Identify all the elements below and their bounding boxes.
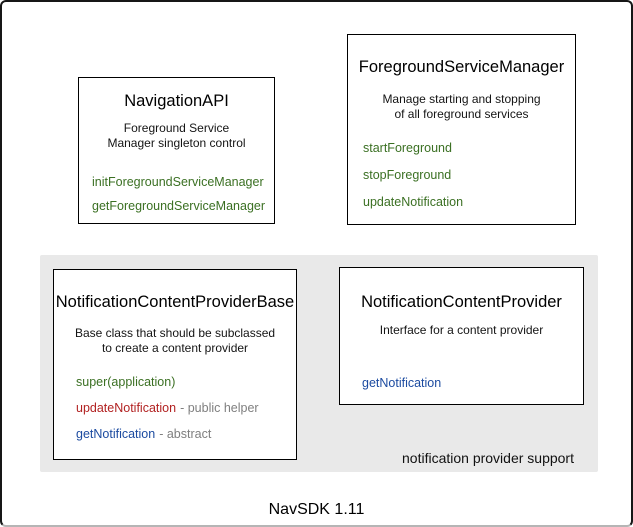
class-description-line: of all foreground services [394, 107, 529, 121]
method-list: initForegroundServiceManager getForegrou… [79, 175, 274, 214]
class-description: Base class that should be subclassed to … [54, 326, 296, 356]
class-title: NotificationContentProvider [361, 293, 562, 311]
group-label: notification provider support [402, 450, 574, 466]
class-description-line: Interface for a content provider [379, 323, 544, 337]
method-list: getNotification [340, 376, 583, 391]
class-title: ForegroundServiceManager [358, 58, 565, 76]
method-label: startForeground [363, 141, 452, 155]
class-description: Manage starting and stopping of all fore… [348, 92, 575, 122]
method-row: updateNotification- public helper [76, 401, 296, 416]
method-list: super(application) updateNotification- p… [54, 375, 296, 442]
method-label: stopForeground [363, 168, 452, 182]
method-label: super(application) [76, 375, 176, 389]
class-description: Interface for a content provider [340, 323, 583, 338]
class-box-notification-content-provider: NotificationContentProvider Interface fo… [339, 267, 584, 405]
class-description-line: to create a content provider [101, 341, 249, 355]
method-row: startForeground [363, 141, 575, 156]
method-row: getNotification [362, 376, 583, 391]
class-title: NotificationContentProviderBase [55, 293, 295, 311]
method-label: getNotification [362, 376, 442, 390]
method-row: super(application) [76, 375, 296, 390]
method-row: updateNotification [363, 195, 575, 210]
method-label: updateNotification [363, 195, 464, 209]
class-box-foreground-service-manager: ForegroundServiceManager Manage starting… [347, 34, 576, 225]
class-description: Foreground Service Manager singleton con… [79, 121, 274, 151]
diagram-caption: NavSDK 1.11 [268, 501, 365, 518]
method-row: initForegroundServiceManager [92, 175, 274, 190]
method-label: updateNotification [76, 401, 177, 415]
method-row: getNotification- abstract [76, 427, 296, 442]
class-box-navigation-api: NavigationAPI Foreground Service Manager… [78, 77, 275, 224]
method-annotation: - public helper [180, 401, 259, 415]
method-row: stopForeground [363, 168, 575, 183]
method-list: startForeground stopForeground updateNot… [348, 141, 575, 210]
class-box-notification-content-provider-base: NotificationContentProviderBase Base cla… [53, 269, 297, 460]
class-description-line: Base class that should be subclassed [74, 326, 276, 340]
method-label: initForegroundServiceManager [92, 175, 264, 189]
class-description-line: Foreground Service [123, 121, 230, 135]
class-description-line: Manager singleton control [107, 136, 246, 150]
method-label: getForegroundServiceManager [92, 199, 266, 213]
method-label: getNotification [76, 427, 156, 441]
method-annotation: - abstract [159, 427, 212, 441]
method-row: getForegroundServiceManager [92, 199, 274, 214]
class-description-line: Manage starting and stopping [382, 92, 541, 106]
class-title: NavigationAPI [124, 92, 229, 110]
